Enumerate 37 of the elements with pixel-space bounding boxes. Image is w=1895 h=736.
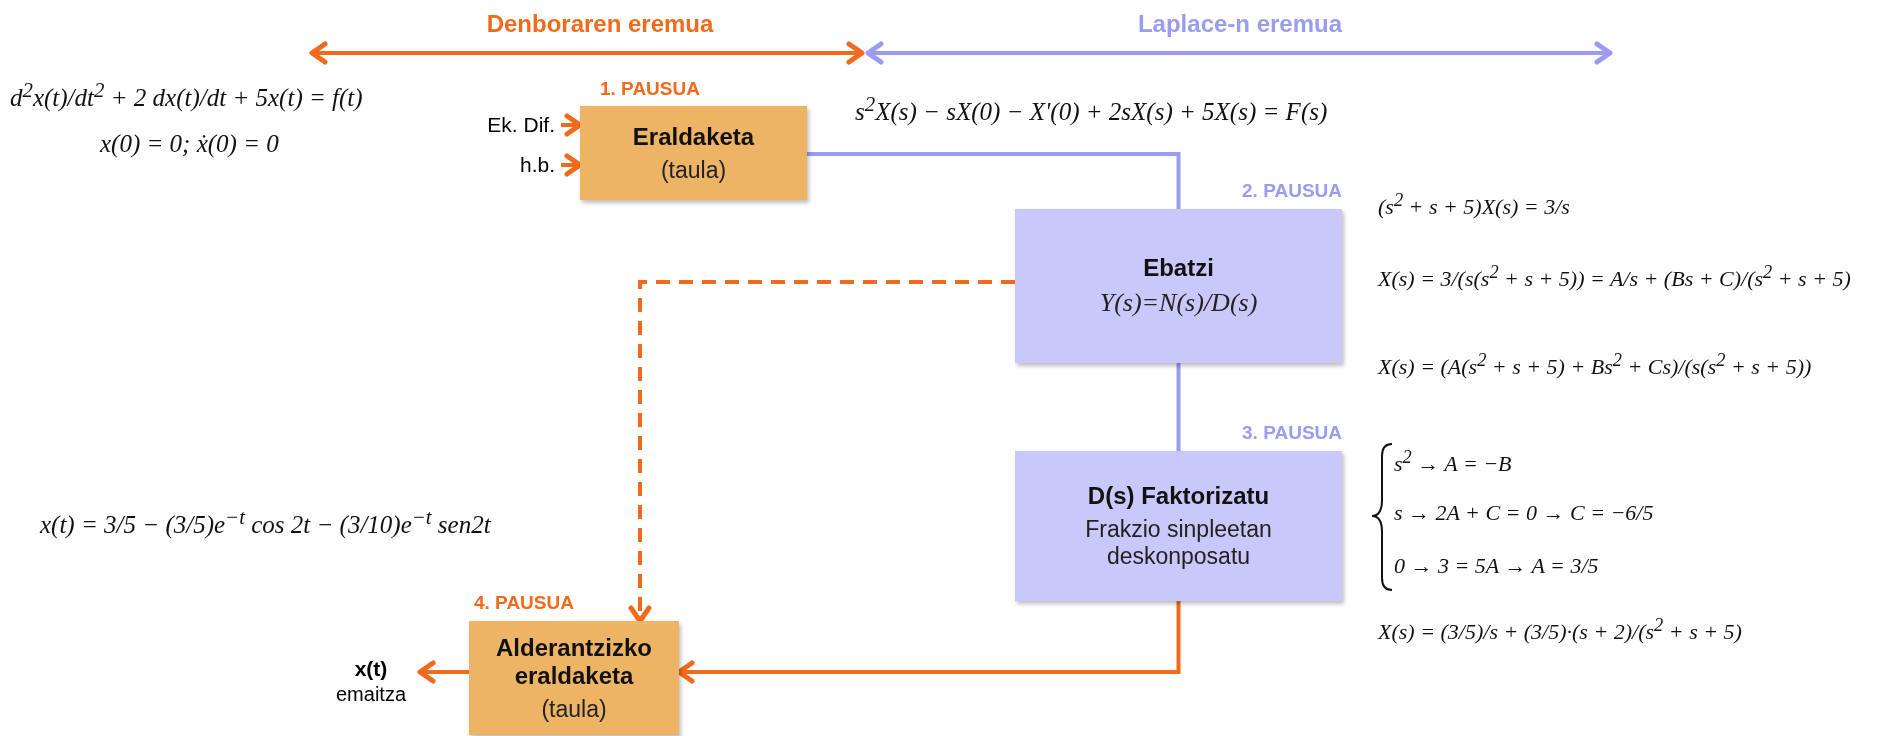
equation: s$^{2}$X(s) − sX(0) − X'(0) + 2sX(s) + 5X(s) = F(s) [855, 92, 1328, 127]
step-label: 4. PAUSUA [474, 592, 574, 614]
equation: s$^{2}$ → A = −B [1394, 447, 1512, 478]
input-label: Ek. Dif. [487, 112, 555, 138]
connector-line [807, 152, 1181, 209]
output-label: x(t) [354, 656, 388, 682]
equation: x(0) = 0; ẋ(0) = 0 [100, 130, 279, 158]
section-heading: Denboraren eremua [486, 10, 714, 38]
box-title: D(s) Faktorizatu [1087, 482, 1270, 510]
box-text: (taula) [660, 156, 727, 184]
process-box [469, 621, 679, 735]
equation: s → 2A + C = 0 → C = −6/5 [1394, 500, 1654, 526]
box-text: (taula) [541, 695, 607, 723]
step-label: 1. PAUSUA [600, 78, 700, 100]
equation: X(s) = 3/(s(s$^{2}$ + s + 5)) = A/s + (Bs + C)/(s$^{2}$ + s + 5) [1378, 262, 1851, 293]
process-box [1015, 209, 1342, 363]
equation: X(s) = (A(s$^{2}$ + s + 5) + Bs$^{2}$ + Cs)/(s(s$^{2}$ + s + 5)) [1378, 350, 1812, 381]
connector-line [1176, 363, 1181, 451]
box-text: Y(s)=N(s)/D(s) [1099, 288, 1258, 318]
arrow [417, 660, 469, 684]
process-box [580, 106, 807, 200]
step-label: 2. PAUSUA [1242, 180, 1342, 202]
step-label: 3. PAUSUA [1242, 422, 1342, 444]
equation: d$^{2}$x(t)/dt$^{2}$ + 2 dx(t)/dt + 5x(t) = f(t) [10, 78, 363, 113]
process-box [1015, 451, 1342, 601]
equation: (s$^{2}$ + s + 5)X(s) = 3/s [1378, 190, 1570, 221]
equation: 0 → 3 = 5A → A = 3/5 [1394, 553, 1599, 579]
box-title: Ebatzi [1143, 254, 1214, 282]
box-title: Alderantzizko eraldaketa [495, 633, 653, 690]
output-note: emaitza [336, 681, 406, 706]
equation: X(s) = (3/5)/s + (3/5)·(s + 2)/(s$^{2}$ + s + 5) [1378, 615, 1742, 646]
dashed-arrow [628, 280, 1015, 624]
input-label: h.b. [519, 152, 555, 178]
box-text: Frakzio sinpleetan deskonposatu [1084, 516, 1273, 570]
box-title: Eraldaketa [632, 122, 755, 151]
equation: x(t) = 3/5 − (3/5)e$^{−t}$ cos 2t − (3/10)e$^{−t}$ sen2t [40, 505, 491, 540]
section-heading: Laplace-n eremua [1137, 10, 1343, 38]
